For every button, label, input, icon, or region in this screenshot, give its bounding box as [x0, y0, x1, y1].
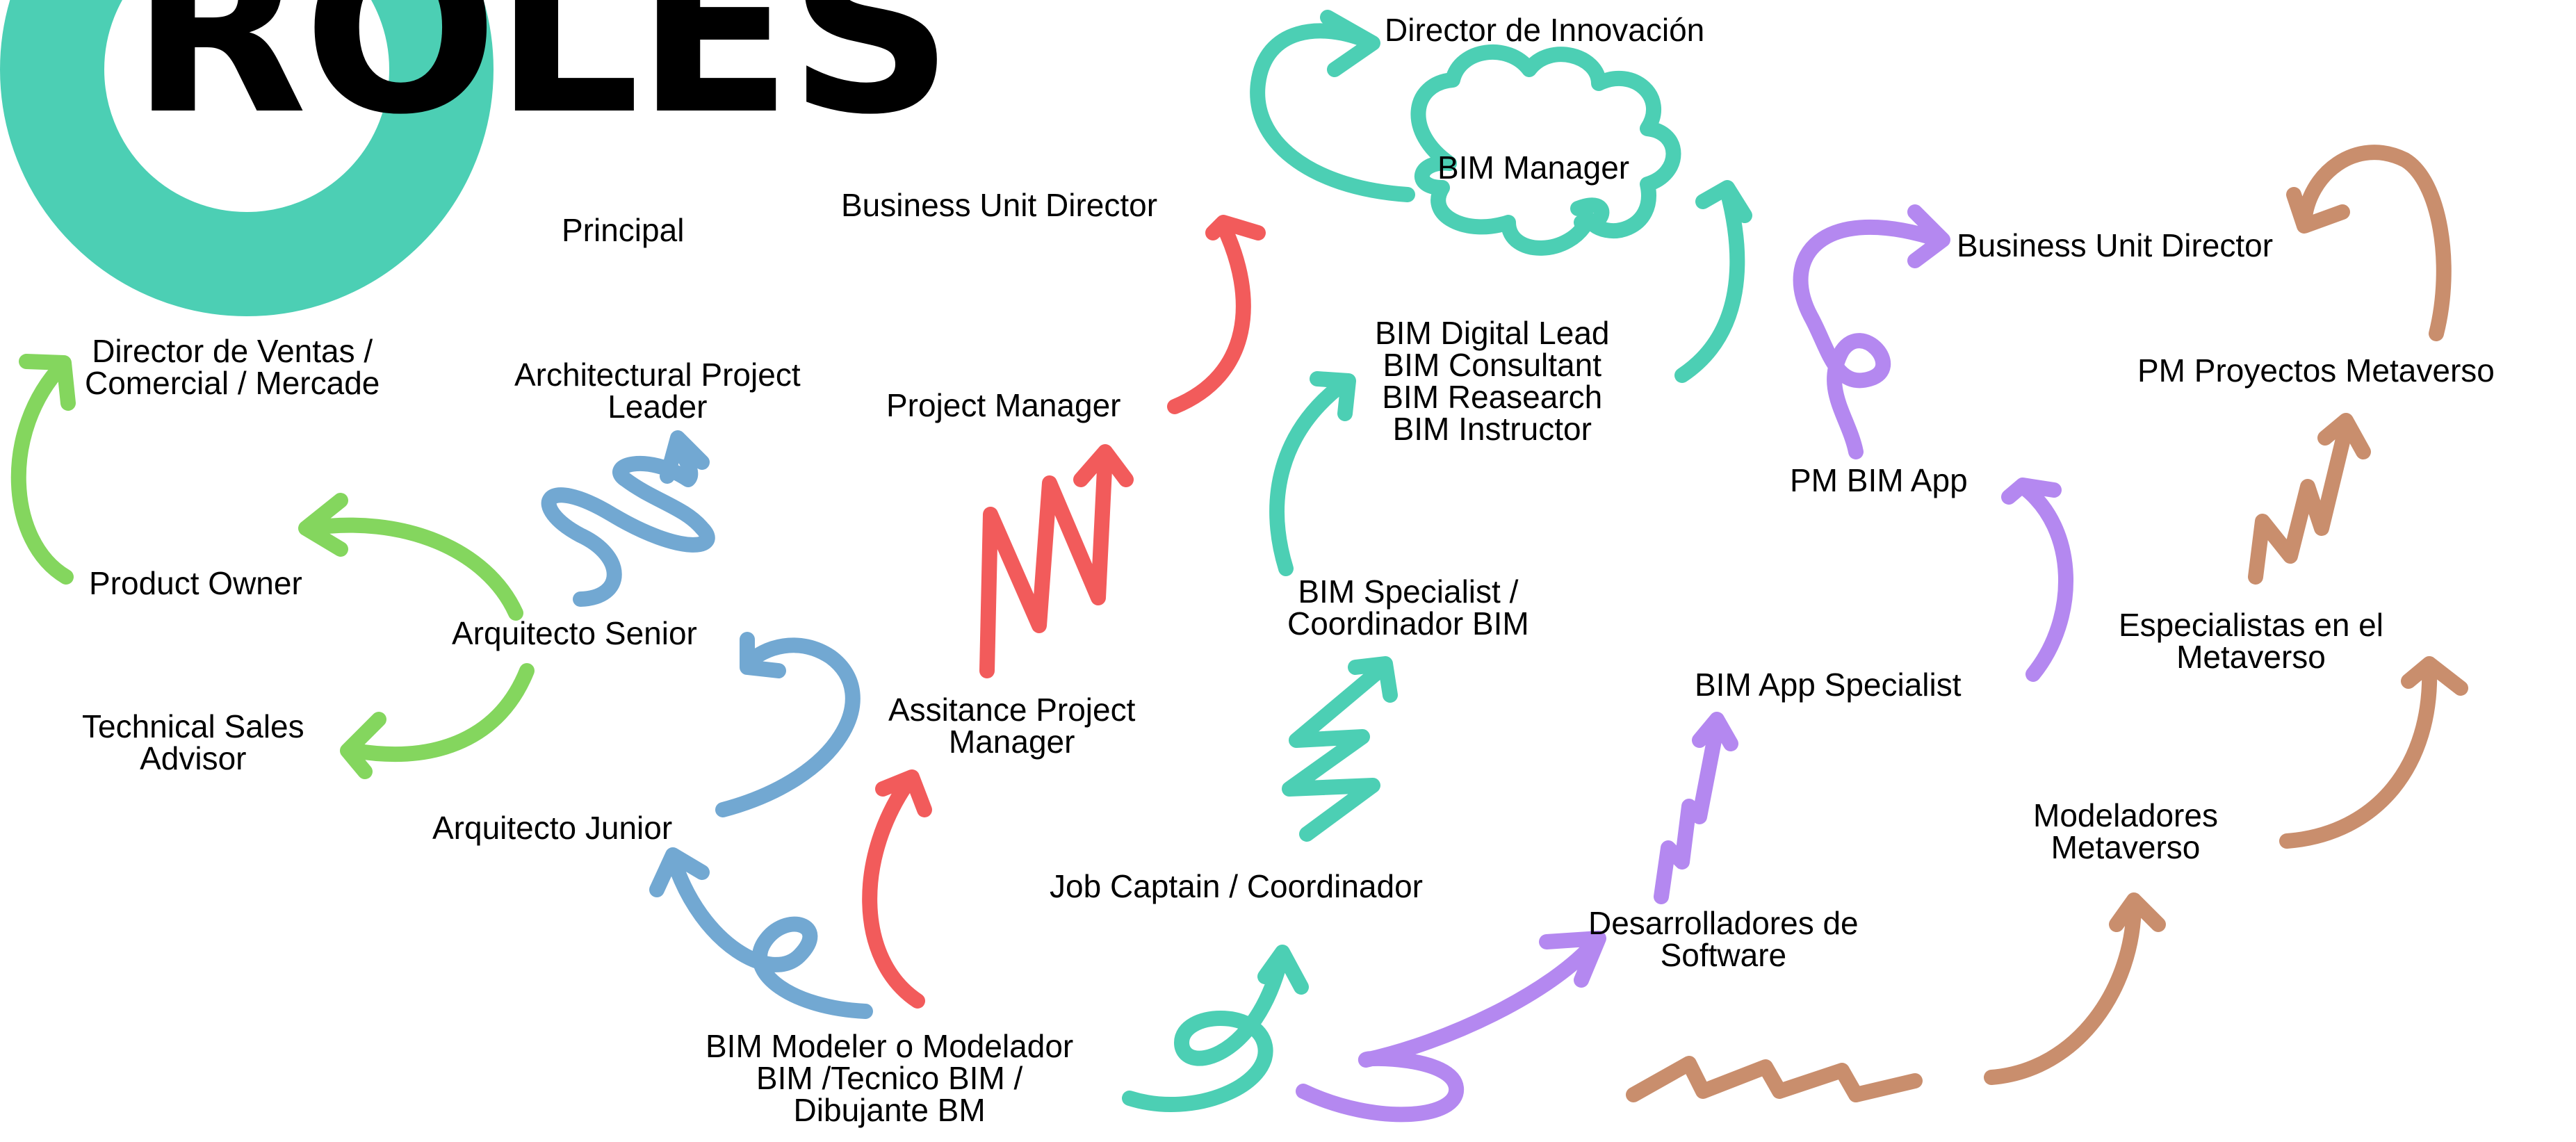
- arrow-bim-specialist-to-digital-lead: [1269, 371, 1356, 576]
- node-bim-digital-lead-line-2: BIM Consultant: [1383, 347, 1601, 383]
- arrow-modeler-to-job-captain: [1122, 945, 1309, 1112]
- arrow-product-owner-to-director-ventas: [10, 354, 76, 585]
- node-bim-specialist: BIM Specialist / Coordinador BIM: [1287, 576, 1529, 639]
- node-bim-specialist-line-2: Coordinador BIM: [1287, 605, 1529, 642]
- node-arquitecto-senior: Arquitecto Senior: [452, 617, 697, 649]
- node-assistance-pm-line-2: Manager: [948, 724, 1075, 760]
- arrow-bim-app-specialist-to-pm-bim-app: [2001, 478, 2074, 682]
- arrow-desarrolladores-to-bim-app-specialist: [1654, 712, 1738, 904]
- node-product-owner: Product Owner: [89, 567, 302, 599]
- node-product-owner-line-1: Product Owner: [89, 565, 302, 601]
- node-desarrolladores-software: Desarrolladores de Software: [1588, 907, 1859, 971]
- arrow-senior-to-product-owner: [298, 493, 523, 621]
- node-bim-app-specialist-line-1: BIM App Specialist: [1695, 667, 1962, 703]
- arrow-senior-to-technical-sales: [340, 663, 535, 779]
- arrow-pm-proyectos-to-business-unit-director: [2286, 145, 2452, 341]
- node-bim-modeler-line-3: Dibujante BM: [793, 1092, 986, 1128]
- node-project-manager: Project Manager: [886, 389, 1121, 421]
- page-title: ROLES: [131, 0, 954, 165]
- node-pm-proyectos-metaverso: PM Proyectos Metaverso: [2137, 354, 2495, 386]
- node-project-manager-line-1: Project Manager: [886, 387, 1121, 423]
- node-arquitecto-junior: Arquitecto Junior: [432, 812, 672, 844]
- node-bim-modeler: BIM Modeler o Modelador BIM /Tecnico BIM…: [706, 1030, 1073, 1126]
- arrow-modeler-to-junior: [649, 847, 873, 1019]
- title-ring-decoration: [0, 0, 494, 316]
- node-bim-modeler-line-1: BIM Modeler o Modelador: [706, 1028, 1074, 1064]
- node-bim-manager-line-1: BIM Manager: [1437, 149, 1630, 186]
- node-bim-specialist-line-1: BIM Specialist /: [1298, 573, 1519, 610]
- node-director-innovacion-line-1: Director de Innovación: [1385, 12, 1705, 48]
- node-bim-digital-lead-group: BIM Digital Lead BIM Consultant BIM Reas…: [1375, 317, 1610, 445]
- node-bud-right-line-1: Business Unit Director: [1957, 227, 2274, 263]
- node-technical-sales-advisor: Technical Sales Advisor: [82, 710, 304, 774]
- node-bim-app-specialist: BIM App Specialist: [1695, 669, 1962, 701]
- node-job-captain-line-1: Job Captain / Coordinador: [1050, 868, 1423, 904]
- arrow-especialistas-to-pm-proyectos: [2248, 413, 2371, 585]
- arrow-pm-bim-app-to-business-unit-director: [1793, 204, 1950, 459]
- arrow-modeler-to-assistance-pm: [862, 769, 932, 1009]
- node-bim-digital-lead-line-1: BIM Digital Lead: [1375, 315, 1610, 351]
- zigzag-brown-decoration: [1626, 1056, 1923, 1102]
- arrow-job-captain-to-bim-specialist: [1282, 656, 1398, 842]
- node-director-innovacion: Director de Innovación: [1385, 14, 1704, 46]
- node-modeladores-line-1: Modeladores: [2033, 797, 2218, 833]
- node-bim-manager: BIM Manager: [1437, 152, 1629, 183]
- node-job-captain: Job Captain / Coordinador: [1050, 870, 1423, 902]
- node-arquitecto-junior-line-1: Arquitecto Junior: [432, 810, 673, 846]
- arrow-project-manager-to-business-unit-director: [1167, 215, 1266, 414]
- node-bud-left-line-1: Business Unit Director: [841, 187, 1158, 223]
- node-technical-sales-line-1: Technical Sales: [82, 708, 304, 744]
- subtitle-principal: Principal: [562, 212, 685, 248]
- cloud-bim-manager-curl: [1570, 197, 1610, 231]
- node-assistance-project-manager: Assitance Project Manager: [888, 694, 1135, 758]
- node-assistance-pm-line-1: Assitance Project: [888, 692, 1136, 728]
- arrow-senior-to-arch-leader: [541, 430, 715, 607]
- node-especialistas-line-1: Especialistas en el: [2119, 607, 2383, 643]
- node-pm-bim-app: PM BIM App: [1790, 464, 1968, 496]
- node-director-ventas-line-2: Comercial / Mercade: [85, 365, 380, 401]
- node-pm-proyectos-line-1: PM Proyectos Metaverso: [2137, 352, 2495, 389]
- node-pm-bim-app-line-1: PM BIM App: [1790, 462, 1968, 498]
- node-desarrolladores-line-1: Desarrolladores de: [1588, 905, 1859, 941]
- node-business-unit-director-left: Business Unit Director: [841, 189, 1157, 221]
- node-especialistas-line-2: Metaverso: [2176, 639, 2326, 675]
- arrow-modeladores-to-especialistas: [2279, 656, 2468, 849]
- node-desarrolladores-line-2: Software: [1660, 937, 1787, 973]
- arrow-digital-lead-to-bim-manager: [1674, 180, 1752, 383]
- arrow-to-modeladores-metaverso: [1984, 892, 2166, 1085]
- node-arquitecto-senior-line-1: Arquitecto Senior: [452, 615, 697, 651]
- node-modeladores-metaverso: Modeladores Metaverso: [2033, 799, 2218, 863]
- node-arch-leader-line-2: Leader: [608, 389, 708, 425]
- cloud-bim-manager: [1410, 44, 1681, 256]
- node-business-unit-director-right: Business Unit Director: [1957, 229, 2273, 261]
- arrow-bim-manager-to-director-innovacion: [1250, 10, 1415, 202]
- arrow-junior-to-senior: [715, 632, 861, 817]
- node-arch-leader-line-1: Architectural Project: [514, 357, 801, 393]
- node-bim-modeler-line-2: BIM /Tecnico BIM /: [756, 1060, 1023, 1096]
- arrow-modeler-to-desarrolladores: [1296, 931, 1606, 1123]
- node-bim-digital-lead-line-3: BIM Reasearch: [1382, 379, 1603, 415]
- node-especialistas-metaverso: Especialistas en el Metaverso: [2119, 609, 2383, 673]
- node-technical-sales-line-2: Advisor: [140, 740, 247, 776]
- node-director-ventas-line-1: Director de Ventas /: [92, 333, 373, 369]
- node-architectural-project-leader: Architectural Project Leader: [514, 359, 801, 423]
- node-director-ventas: Director de Ventas / Comercial / Mercade: [85, 335, 380, 399]
- node-bim-digital-lead-line-4: BIM Instructor: [1392, 411, 1592, 447]
- arrow-assistance-pm-to-project-manager: [979, 444, 1134, 678]
- node-modeladores-line-2: Metaverso: [2051, 829, 2201, 865]
